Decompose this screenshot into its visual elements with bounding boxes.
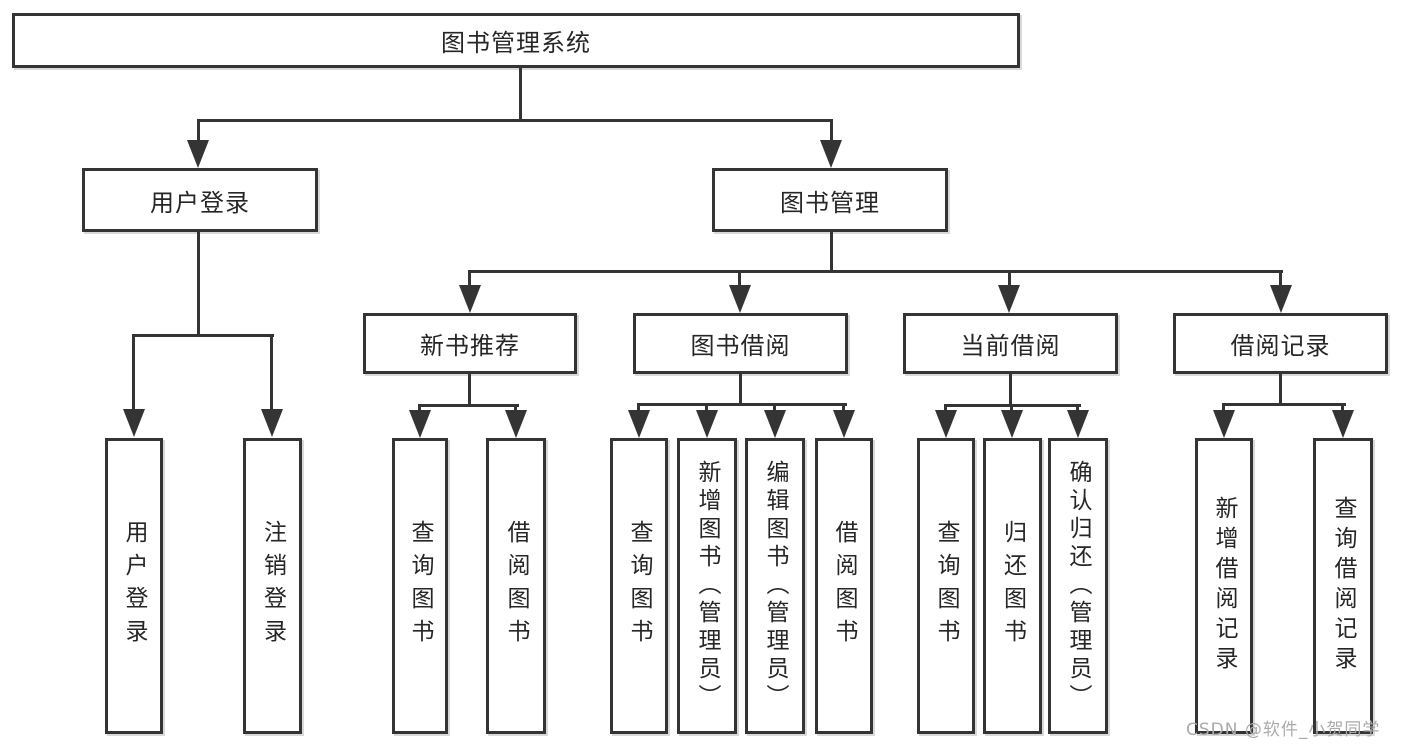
- connector-drop: [1010, 404, 1013, 412]
- connector-drop: [637, 403, 640, 412]
- arrowhead: [409, 410, 431, 438]
- leaf-add-borrow-record: 新增借阅记录: [1195, 438, 1253, 734]
- connector-drop-book-borrow: [738, 270, 741, 287]
- leaf-query-borrow-record: 查询借阅记录: [1313, 438, 1373, 734]
- arrowhead-to-book-mgmt: [820, 140, 842, 168]
- arrowhead-to-leaf-logout: [261, 409, 283, 437]
- leaf-return-books: 归还图书: [983, 438, 1042, 734]
- node-label: 查询图书: [626, 520, 652, 652]
- csdn-watermark: CSDN @软件_小贺同学: [1186, 720, 1381, 740]
- arrowhead: [1067, 410, 1089, 438]
- leaf-borrow-books-recommend: 借阅图书: [486, 438, 546, 734]
- arrowhead-to-borrow-records: [1270, 285, 1292, 313]
- connector-current-borrow-trunk: [1009, 374, 1012, 407]
- connector-new-book-bar: [418, 404, 519, 407]
- leaf-query-books-recommend: 查询图书: [392, 438, 448, 734]
- node-label: 用户登录: [150, 188, 250, 217]
- connector-root-branch-bar: [197, 119, 833, 122]
- leaf-borrow-books: 借阅图书: [815, 438, 873, 734]
- connector-user-login-trunk: [197, 232, 200, 337]
- node-label: 借阅图书: [831, 520, 857, 652]
- leaf-confirm-return-admin: 确认归还（管理员）: [1048, 438, 1108, 734]
- connector-drop: [705, 403, 708, 412]
- node-label: 图书借阅: [690, 332, 791, 360]
- connector-drop: [1222, 403, 1225, 412]
- node-current-borrowing: 当前借阅: [903, 313, 1118, 374]
- connector-drop-current-borrow: [1008, 270, 1011, 287]
- node-label: 新增图书（管理员）: [694, 460, 720, 712]
- node-label: 确认归还（管理员）: [1065, 460, 1091, 712]
- connector-drop-leaf-logout: [270, 334, 273, 410]
- connector-user-login-bar: [132, 334, 274, 337]
- connector-borrow-records-bar: [1222, 403, 1346, 406]
- arrowhead: [1001, 410, 1023, 438]
- node-label: 新书推荐: [420, 332, 520, 360]
- connector-root-trunk: [519, 68, 522, 121]
- arrowhead-to-user-login: [187, 140, 209, 168]
- arrowhead: [833, 410, 855, 438]
- arrowhead: [696, 410, 718, 438]
- node-new-book-recommend: 新书推荐: [363, 313, 577, 374]
- arrowhead: [505, 410, 527, 438]
- arrowhead-to-leaf-login: [123, 409, 145, 437]
- leaf-query-books-borrowing: 查询图书: [610, 438, 668, 734]
- node-book-management-branch: 图书管理: [712, 168, 948, 232]
- arrowhead: [935, 410, 957, 438]
- connector-new-book-trunk: [468, 374, 471, 407]
- connector-drop-borrow-records: [1279, 270, 1282, 287]
- connector-drop: [514, 404, 517, 412]
- node-label: 查询图书: [407, 520, 433, 652]
- node-label: 查询图书: [933, 520, 959, 652]
- node-label: 注销登录: [259, 520, 286, 652]
- node-library-system-root: 图书管理系统: [12, 13, 1020, 68]
- leaf-user-login: 用户登录: [105, 438, 163, 734]
- node-book-borrowing: 图书借阅: [633, 313, 848, 374]
- node-borrowing-records: 借阅记录: [1173, 313, 1388, 374]
- arrowhead: [1213, 410, 1235, 438]
- node-label: 借阅记录: [1230, 332, 1331, 360]
- connector-drop: [773, 403, 776, 412]
- node-label: 图书管理系统: [441, 29, 591, 57]
- node-label: 归还图书: [999, 520, 1026, 652]
- arrowhead-to-book-borrow: [729, 285, 751, 313]
- node-label: 图书管理: [780, 188, 880, 217]
- node-label: 新增借阅记录: [1211, 496, 1237, 676]
- connector-drop: [944, 404, 947, 412]
- connector-drop-new-book: [468, 270, 471, 287]
- leaf-query-books-current: 查询图书: [917, 438, 975, 734]
- connector-book-mgmt-trunk: [830, 232, 833, 273]
- arrowhead: [1332, 410, 1354, 438]
- connector-book-borrow-bar: [637, 403, 847, 406]
- connector-drop-book-mgmt: [830, 119, 833, 142]
- arrowhead-to-current-borrow: [998, 285, 1020, 313]
- connector-drop: [1341, 403, 1344, 412]
- connector-drop: [1076, 404, 1079, 412]
- connector-drop-user-login: [197, 119, 200, 142]
- node-label: 查询借阅记录: [1330, 496, 1356, 676]
- node-label: 借阅图书: [503, 520, 529, 652]
- connector-drop: [842, 403, 845, 412]
- leaf-add-books-admin: 新增图书（管理员）: [677, 438, 737, 734]
- connector-drop-leaf-login: [132, 334, 135, 410]
- node-label: 编辑图书（管理员）: [762, 460, 788, 712]
- node-label: 用户登录: [121, 520, 147, 652]
- connector-book-borrow-trunk: [739, 374, 742, 406]
- arrowhead: [764, 410, 786, 438]
- connector-level3-bar: [468, 270, 1283, 273]
- node-user-login-branch: 用户登录: [82, 168, 318, 232]
- arrowhead: [628, 410, 650, 438]
- connector-borrow-records-trunk: [1279, 374, 1282, 405]
- arrowhead-to-new-book: [459, 285, 481, 313]
- node-label: 当前借阅: [960, 332, 1061, 360]
- connector-drop: [418, 404, 421, 412]
- leaf-logout: 注销登录: [243, 438, 302, 734]
- leaf-edit-books-admin: 编辑图书（管理员）: [745, 438, 805, 734]
